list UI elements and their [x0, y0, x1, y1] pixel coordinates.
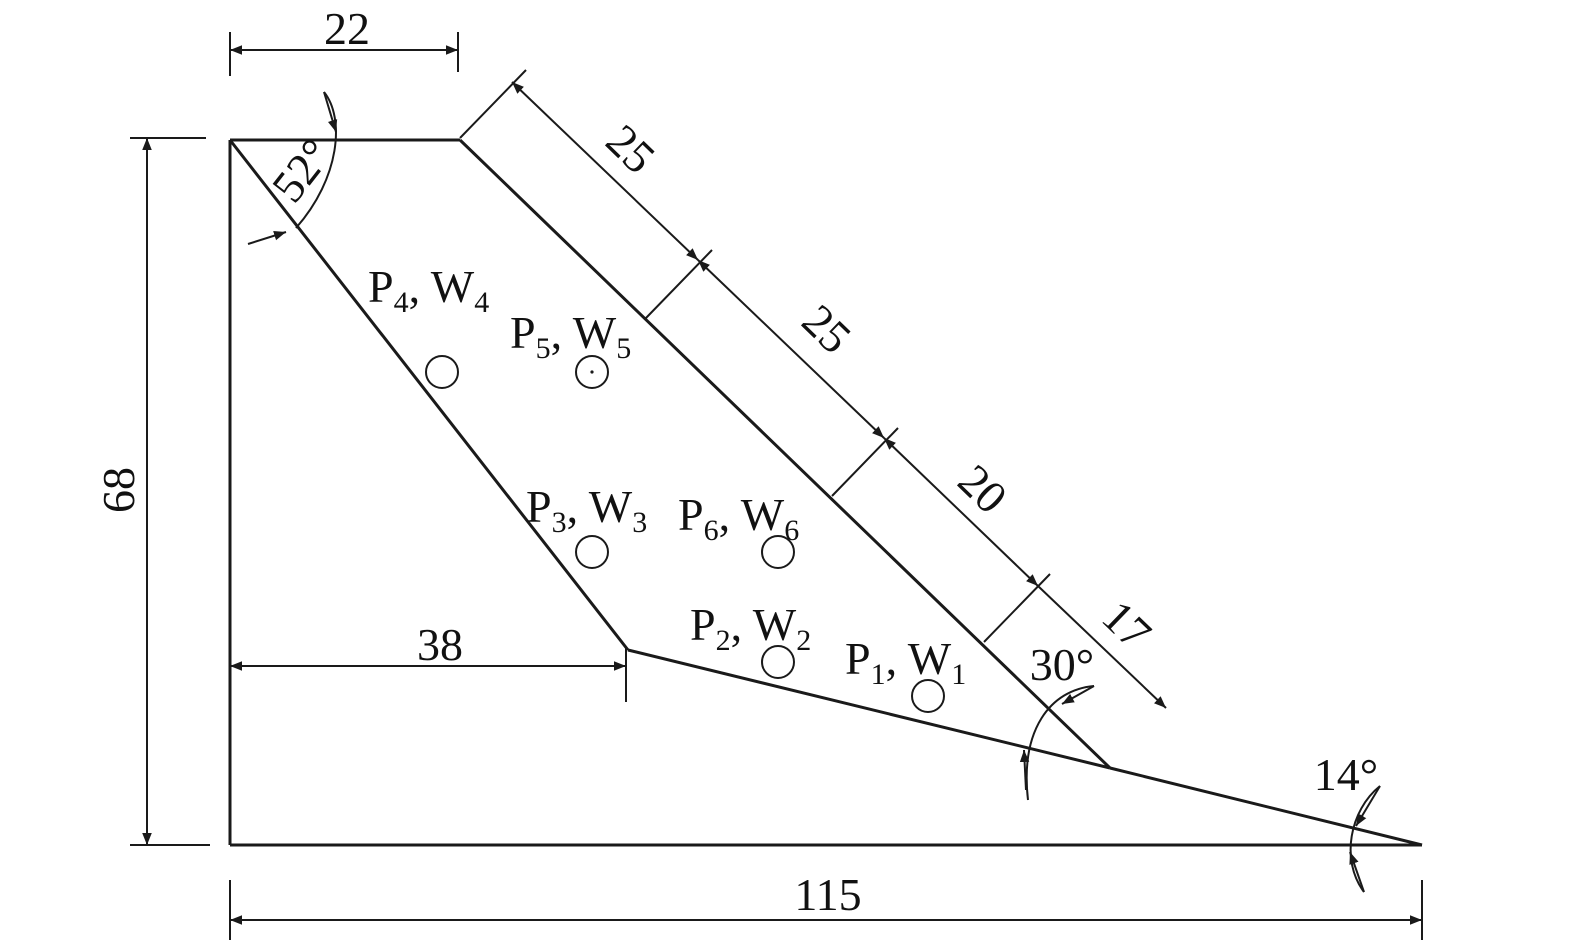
p6-subscript: 6	[704, 514, 719, 547]
point-label-3: P3, W3	[526, 481, 647, 539]
base-width-label: 115	[794, 869, 861, 920]
slope-tick-3	[983, 573, 1051, 643]
point-marker-5-dot	[590, 370, 594, 374]
height-label: 68	[93, 467, 144, 513]
point-marker-5	[575, 355, 609, 389]
p2-separator: ,	[731, 599, 753, 650]
w2-subscript: 2	[796, 624, 811, 657]
w5-letter: W	[573, 307, 617, 358]
slope-segment-dimensions: 25 25 20 17	[459, 69, 1167, 709]
point-marker-3	[575, 535, 609, 569]
top-angle-arrow-lower	[247, 231, 287, 245]
p1-letter: P	[845, 633, 871, 684]
slope-segment-4-line	[1037, 585, 1167, 709]
slope-segment-3-label: 20	[949, 455, 1018, 524]
point-marker-2	[761, 645, 795, 679]
p2-subscript: 2	[716, 624, 731, 657]
p6-separator: ,	[719, 489, 741, 540]
slope-tick-2	[831, 427, 899, 497]
w6-letter: W	[741, 489, 785, 540]
p4-subscript: 4	[394, 286, 409, 319]
p1-separator: ,	[886, 633, 908, 684]
toe-slope-line	[1109, 766, 1423, 847]
p6-letter: P	[678, 489, 704, 540]
slope-angle-arc	[1025, 685, 1095, 801]
w4-letter: W	[431, 261, 475, 312]
point-marker-4	[425, 355, 459, 389]
toe-angle-label: 14°	[1314, 749, 1378, 800]
p3-subscript: 3	[552, 506, 567, 539]
p4-separator: ,	[409, 261, 431, 312]
p5-separator: ,	[551, 307, 573, 358]
point-label-4: P4, W4	[368, 261, 489, 319]
mid-width-dimension: 38	[230, 619, 627, 702]
w5-subscript: 5	[616, 332, 631, 365]
slope-tick-1	[645, 249, 713, 319]
outer-slope-face-line	[458, 138, 1112, 770]
point-marker-1	[911, 679, 945, 713]
toe-angle-arc	[1349, 785, 1381, 893]
slope-segment-2-line	[697, 259, 885, 439]
slope-angle-annotation: 30°	[1019, 639, 1095, 801]
mid-width-label: 38	[417, 619, 463, 670]
slope-angle-arrow-upper	[1061, 685, 1095, 705]
base-width-dimension: 115	[229, 869, 1423, 940]
top-angle-label: 52°	[262, 129, 342, 211]
toe-angle-arrow-upper	[1355, 785, 1381, 827]
point-label-2: P2, W2	[690, 599, 811, 657]
w2-letter: W	[753, 599, 797, 650]
point-labels: P4, W4 P5, W5 P3, W3 P6, W6 P2, W2 P1, W…	[368, 261, 966, 691]
slope-segment-1-line	[511, 81, 699, 261]
p4-letter: P	[368, 261, 394, 312]
slope-angle-arrow-lower	[1019, 749, 1030, 791]
slope-segment-3-line	[883, 437, 1039, 587]
point-markers	[425, 355, 945, 713]
p5-subscript: 5	[536, 332, 551, 365]
point-marker-6	[761, 535, 795, 569]
point-label-6: P6, W6	[678, 489, 799, 547]
p1-subscript: 1	[871, 658, 886, 691]
slope-tick-0	[459, 69, 527, 139]
p3-letter: P	[526, 481, 552, 532]
top-angle-arrow-upper	[323, 91, 338, 133]
w1-letter: W	[908, 633, 952, 684]
w1-subscript: 1	[951, 658, 966, 691]
point-label-5: P5, W5	[510, 307, 631, 365]
slope-outline	[228, 138, 1423, 847]
w3-subscript: 3	[632, 506, 647, 539]
slope-segment-2-label: 25	[793, 295, 862, 364]
top-width-label: 22	[324, 3, 370, 54]
w4-subscript: 4	[474, 286, 489, 319]
w6-subscript: 6	[784, 514, 799, 547]
inner-slip-surface-line	[228, 139, 630, 651]
height-dimension: 68	[93, 137, 210, 846]
w3-letter: W	[589, 481, 633, 532]
top-width-dimension: 22	[229, 3, 459, 76]
point-label-1: P1, W1	[845, 633, 966, 691]
p2-letter: P	[690, 599, 716, 650]
toe-angle-arrow-lower	[1349, 851, 1365, 893]
top-angle-arc	[295, 91, 337, 229]
p3-separator: ,	[567, 481, 589, 532]
p5-letter: P	[510, 307, 536, 358]
slope-angle-label: 30°	[1030, 639, 1094, 690]
toe-angle-annotation: 14°	[1314, 749, 1381, 893]
